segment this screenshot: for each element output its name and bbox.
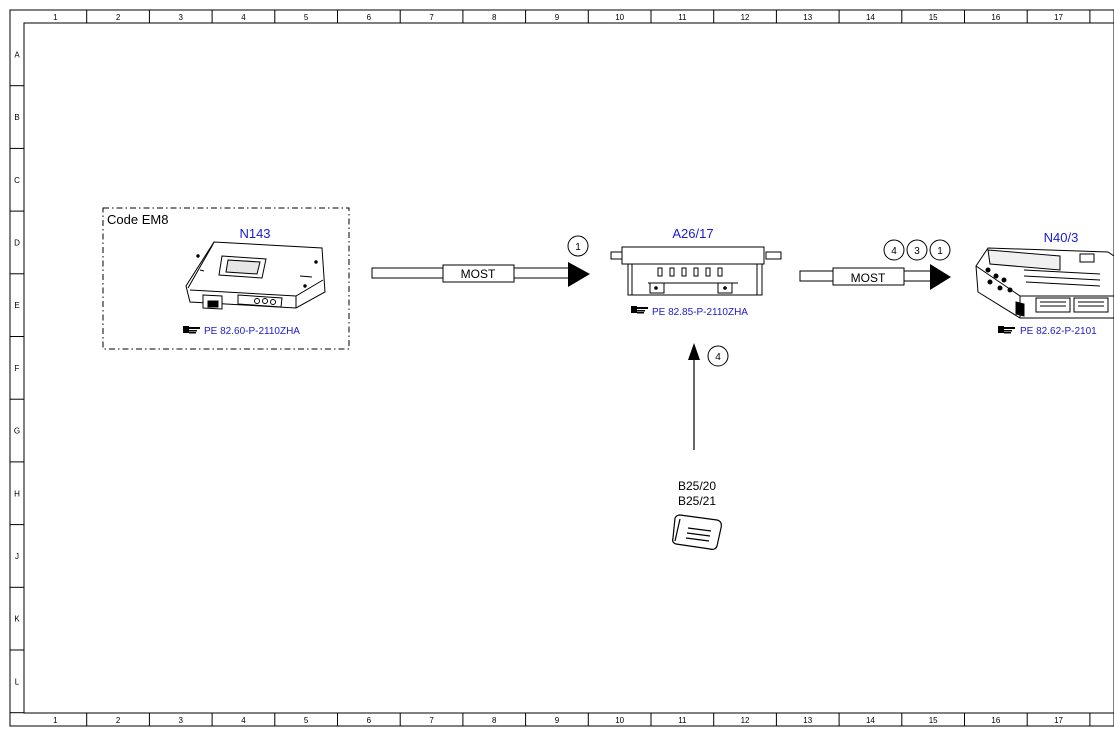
column-number: 8: [492, 13, 497, 22]
most-bus-left-label: MOST: [461, 267, 496, 281]
column-number: 12: [741, 13, 750, 22]
ref-hand-icon: [631, 306, 648, 314]
column-number: 7: [429, 716, 434, 725]
row-letter: B: [14, 113, 19, 122]
svg-text:1: 1: [937, 246, 943, 257]
column-number: 2: [116, 716, 121, 725]
column-number: 6: [367, 13, 372, 22]
most-bus-right-label: MOST: [851, 271, 886, 285]
diagram-inner-frame: [23, 22, 1114, 714]
option-box: [102, 207, 350, 350]
n40-3-ref: PE 82.62-P-2101: [1020, 326, 1097, 337]
column-number: 5: [304, 13, 309, 22]
row-letter: E: [14, 301, 19, 310]
module-a26-17-icon: [610, 246, 782, 296]
column-number: 10: [615, 13, 624, 22]
marker-circle: 1: [929, 239, 951, 261]
column-number: 16: [991, 13, 1000, 22]
most-bus-right: MOST: [799, 264, 951, 290]
row-letter: D: [14, 238, 20, 247]
svg-text:4: 4: [715, 352, 721, 363]
column-number: 1: [53, 13, 58, 22]
marker-circle: 4: [707, 345, 729, 367]
ref-hand-icon: [183, 326, 200, 334]
column-number: 7: [429, 13, 434, 22]
row-letter: K: [14, 615, 20, 624]
a26-17-ref: PE 82.85-P-2110ZHA: [652, 307, 748, 318]
option-box-label: Code EM8: [107, 212, 168, 227]
row-letter: C: [14, 176, 20, 185]
column-number: 13: [803, 716, 812, 725]
ref-hand-icon: [998, 326, 1015, 334]
n143-code: N143: [239, 226, 270, 241]
row-letter: H: [14, 489, 20, 498]
row-letter: J: [15, 552, 19, 561]
column-number: 11: [678, 716, 687, 725]
row-letter: L: [15, 677, 20, 686]
module-n40-3-icon: [975, 247, 1114, 319]
column-number: 10: [615, 716, 624, 725]
column-number: 1: [53, 716, 58, 725]
svg-text:3: 3: [914, 246, 920, 257]
column-number: 4: [241, 13, 246, 22]
sensor-link: [688, 343, 700, 450]
svg-text:1: 1: [575, 242, 581, 253]
diagram-frame: [9, 9, 1114, 727]
b25-20-code: B25/20: [678, 479, 716, 493]
row-letter: A: [14, 50, 20, 59]
svg-text:4: 4: [891, 246, 897, 257]
column-number: 13: [803, 13, 812, 22]
column-number: 5: [304, 716, 309, 725]
most-bus-left: MOST: [371, 262, 590, 287]
row-ruler-left: A B C D E F G H J K L: [10, 50, 24, 714]
column-number: 3: [179, 13, 184, 22]
b25-21-code: B25/21: [678, 494, 716, 508]
marker-circle: 3: [906, 239, 928, 261]
marker-circle: 1: [567, 235, 589, 257]
column-number: 12: [741, 716, 750, 725]
column-number: 15: [929, 716, 938, 725]
column-number: 8: [492, 716, 497, 725]
column-number: 14: [866, 13, 875, 22]
a26-17-code: A26/17: [672, 226, 713, 241]
column-number: 16: [991, 716, 1000, 725]
module-n143-icon: [185, 241, 326, 310]
sensor-b25-icon: [672, 514, 722, 550]
column-number: 4: [241, 716, 246, 725]
column-number: 17: [1054, 716, 1063, 725]
marker-circle: 4: [883, 239, 905, 261]
row-letter: G: [14, 427, 20, 436]
n143-ref: PE 82.60-P-2110ZHA: [204, 326, 300, 337]
column-number: 9: [555, 13, 560, 22]
n40-3-code: N40/3: [1044, 230, 1079, 245]
column-number: 11: [678, 13, 687, 22]
column-number: 15: [929, 13, 938, 22]
column-number: 17: [1054, 13, 1063, 22]
column-number: 2: [116, 13, 121, 22]
column-number: 14: [866, 716, 875, 725]
column-number: 9: [555, 716, 560, 725]
row-letter: F: [15, 364, 20, 373]
column-number: 3: [179, 716, 184, 725]
column-number: 6: [367, 716, 372, 725]
